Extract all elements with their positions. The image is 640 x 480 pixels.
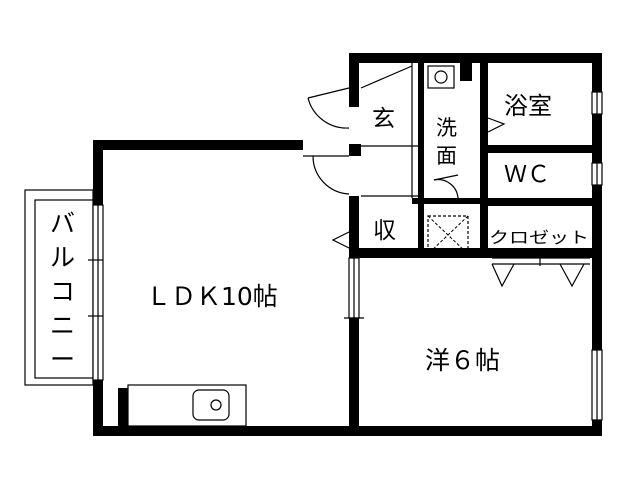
entrance-label: 玄 bbox=[372, 106, 395, 132]
sliding-door[interactable] bbox=[344, 257, 364, 319]
bathroom-door-arrow-icon bbox=[487, 117, 506, 133]
balcony-label-char: バ bbox=[50, 209, 75, 238]
toilet-label: ＷＣ bbox=[504, 162, 550, 188]
ldk-label: ＬＤＫ10帖 bbox=[146, 282, 278, 311]
toilet-window bbox=[591, 162, 603, 186]
western-room-label: 洋６帖 bbox=[425, 346, 500, 375]
storage-label: 収 bbox=[373, 218, 396, 244]
balcony-window[interactable] bbox=[88, 204, 104, 381]
balcony-label-char: ニ bbox=[50, 311, 75, 340]
balcony-label: バ ル コ ニ ー bbox=[50, 209, 75, 374]
closet-label: クロゼット bbox=[489, 228, 589, 247]
ldk-door[interactable] bbox=[303, 155, 350, 195]
washing-machine-pan-icon bbox=[427, 215, 469, 255]
washroom-label-line2: 面 bbox=[436, 144, 457, 168]
entrance-steps bbox=[360, 63, 418, 198]
washroom-label-line1: 洗 bbox=[436, 116, 457, 140]
bathroom-window bbox=[591, 91, 603, 115]
kitchen-counter bbox=[127, 384, 247, 427]
washbasin-icon bbox=[427, 65, 455, 89]
balcony-label-char: ル bbox=[50, 243, 75, 272]
washroom-door[interactable] bbox=[433, 174, 459, 199]
balcony-label-char: コ bbox=[50, 277, 75, 306]
western-room-window bbox=[591, 349, 603, 421]
entrance-door[interactable] bbox=[307, 87, 350, 129]
bathroom-label: 浴室 bbox=[504, 92, 552, 120]
closet-doors[interactable] bbox=[491, 254, 590, 288]
storage-door-arrow-icon bbox=[331, 231, 350, 249]
interior-walls bbox=[118, 60, 601, 436]
balcony-label-char: ー bbox=[50, 345, 75, 374]
